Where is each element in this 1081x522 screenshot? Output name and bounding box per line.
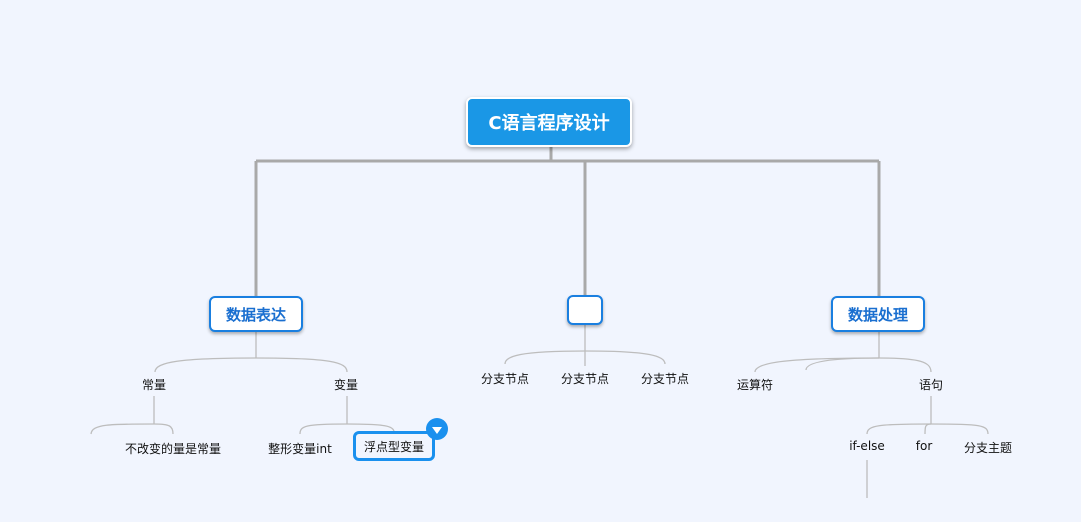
connector-b1-curve-left [154, 357, 257, 373]
connector-b2-curve-right [584, 350, 666, 365]
subtopic-float-variable-label: 浮点型变量 [363, 439, 424, 454]
subtopic-branch-node-1[interactable]: 分支节点 [480, 372, 530, 386]
main-topic-data-processing[interactable]: 数据处理 [831, 296, 925, 332]
subtopic-branch-node-2[interactable]: 分支节点 [560, 372, 610, 386]
subtopic-branch-topic[interactable]: 分支主题 [963, 441, 1013, 455]
connector-b3-curve-mid [805, 357, 880, 371]
connector-yuju-mid [924, 423, 932, 435]
subtopic-operator[interactable]: 运算符 [736, 378, 774, 392]
main-topic-data-expression[interactable]: 数据表达 [209, 296, 303, 332]
root-node-label: C语言程序设计 [488, 113, 610, 134]
connector-changliang-left [90, 423, 155, 435]
connector-changliang-right [153, 423, 174, 435]
connector-bianliang-right [346, 423, 395, 433]
main-topic-label: 数据表达 [225, 305, 286, 324]
subtopic-statement[interactable]: 语句 [918, 378, 944, 392]
connector-b3-curve-left [754, 357, 880, 373]
connector-yuju-right [930, 423, 989, 435]
subtopic-for[interactable]: for [915, 439, 933, 453]
connector-b3-curve-right [878, 357, 932, 373]
connector-b1-curve-right [255, 357, 348, 373]
main-topic-label: 数据处理 [847, 305, 908, 324]
main-topic-empty[interactable] [567, 295, 603, 325]
connector-yuju-left [866, 423, 932, 435]
root-node[interactable]: C语言程序设计 [466, 97, 632, 147]
connector-bianliang-left [299, 423, 348, 435]
collapse-toggle-icon[interactable] [426, 418, 448, 440]
subtopic-constant-definition[interactable]: 不改变的量是常量 [124, 442, 222, 456]
subtopic-branch-node-3[interactable]: 分支节点 [640, 372, 690, 386]
subtopic-if-else[interactable]: if-else [849, 439, 885, 453]
subtopic-int-variable[interactable]: 整形变量int [268, 442, 332, 456]
subtopic-variable[interactable]: 变量 [333, 378, 359, 392]
subtopic-float-variable-selected[interactable]: 浮点型变量 [353, 431, 435, 461]
connector-b2-curve-left [504, 350, 586, 365]
subtopic-constant[interactable]: 常量 [141, 378, 167, 392]
